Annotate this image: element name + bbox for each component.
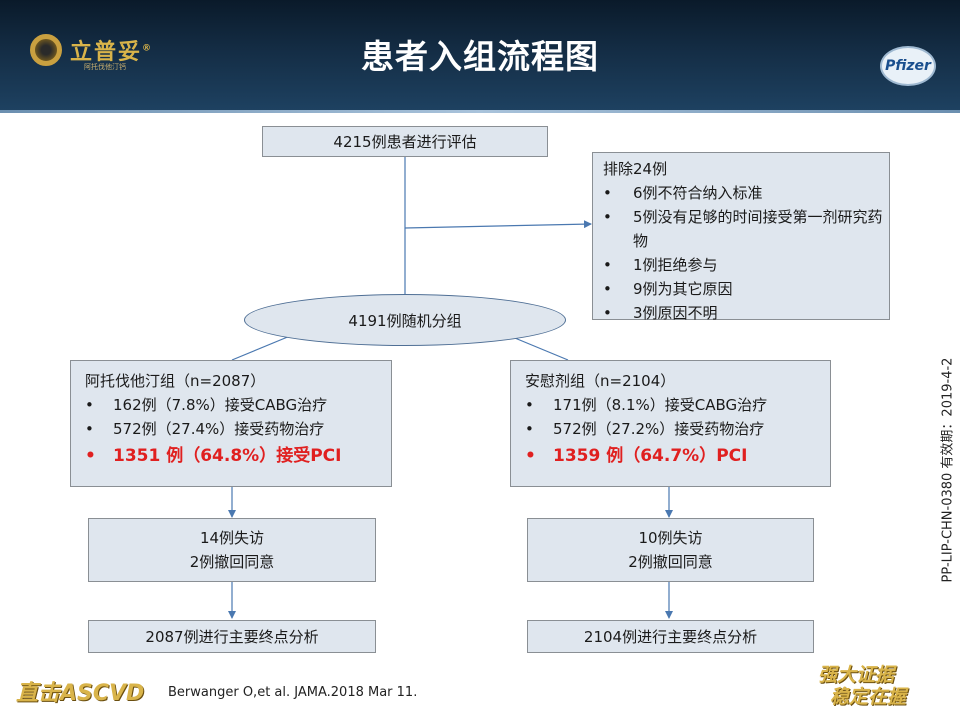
atorvastatin-item: 162例（7.8%）接受CABG治疗 xyxy=(71,393,391,417)
excluded-item: 6例不符合纳入标准 xyxy=(593,181,889,205)
citation: Berwanger O,et al. JAMA.2018 Mar 11. xyxy=(168,685,418,700)
atorvastatin-group-title: 阿托伐他汀组（n=2087） xyxy=(85,372,266,390)
assessed-box: 4215例患者进行评估 xyxy=(262,126,548,157)
document-code: PP-LIP-CHN-0380 有效期：2019-4-2 xyxy=(940,357,956,583)
connector-random-to-atorvastatin xyxy=(231,335,291,361)
arrow-to-excluded xyxy=(404,220,592,229)
excluded-list: 6例不符合纳入标准 5例没有足够的时间接受第一剂研究药物 1例拒绝参与 9例为其… xyxy=(593,181,889,325)
excluded-box: 排除24例 6例不符合纳入标准 5例没有足够的时间接受第一剂研究药物 1例拒绝参… xyxy=(592,152,890,325)
atorvastatin-loss-box: 14例失访 2例撤回同意 xyxy=(88,518,376,582)
atorvastatin-group-box: 阿托伐他汀组（n=2087） 162例（7.8%）接受CABG治疗 572例（2… xyxy=(70,360,392,487)
ring-logo-icon xyxy=(30,34,62,66)
placebo-group-box: 安慰剂组（n=2104） 171例（8.1%）接受CABG治疗 572例（27.… xyxy=(510,360,831,487)
connector-random-to-placebo xyxy=(509,335,569,361)
header-banner xyxy=(0,0,960,113)
lipitor-brand-text: 立普妥® xyxy=(70,40,154,65)
slogan-logo: 强大证据 稳定在握 xyxy=(818,664,948,714)
lipitor-sub-text: 阿托伐他汀钙 xyxy=(84,63,126,71)
slogan-line2: 稳定在握 xyxy=(830,686,907,708)
atorvastatin-loss-line1: 14例失访 xyxy=(199,529,265,547)
header-divider xyxy=(0,110,960,113)
excluded-item: 9例为其它原因 xyxy=(593,277,889,301)
excluded-item: 1例拒绝参与 xyxy=(593,253,889,277)
atorvastatin-analysis-box: 2087例进行主要终点分析 xyxy=(88,620,376,653)
atorvastatin-list: 162例（7.8%）接受CABG治疗 572例（27.4%）接受药物治疗 135… xyxy=(71,393,391,468)
placebo-loss-box: 10例失访 2例撤回同意 xyxy=(527,518,814,582)
page-title: 患者入组流程图 xyxy=(361,37,599,76)
slogan-line1: 强大证据 xyxy=(818,664,895,686)
placebo-item: 572例（27.2%）接受药物治疗 xyxy=(511,417,830,441)
randomized-ellipse: 4191例随机分组 xyxy=(244,294,566,346)
pfizer-logo: Pfizer xyxy=(880,46,936,86)
excluded-item: 5例没有足够的时间接受第一剂研究药物 xyxy=(593,205,889,253)
placebo-list: 171例（8.1%）接受CABG治疗 572例（27.2%）接受药物治疗 135… xyxy=(511,393,830,468)
atorvastatin-item: 572例（27.4%）接受药物治疗 xyxy=(71,417,391,441)
placebo-analysis-box: 2104例进行主要终点分析 xyxy=(527,620,814,653)
placebo-group-title: 安慰剂组（n=2104） xyxy=(525,372,676,390)
excluded-title: 排除24例 xyxy=(603,160,668,178)
placebo-loss-line1: 10例失访 xyxy=(638,529,703,547)
lipitor-logo: 立普妥® 阿托伐他汀钙 xyxy=(30,34,180,74)
excluded-item: 3例原因不明 xyxy=(593,301,889,325)
ascvd-logo: 直击ASCVD xyxy=(16,681,145,706)
atorvastatin-loss-line2: 2例撤回同意 xyxy=(189,553,275,571)
placebo-item: 171例（8.1%）接受CABG治疗 xyxy=(511,393,830,417)
placebo-pci-highlight: 1359 例（64.7%）PCI xyxy=(511,444,830,468)
atorvastatin-pci-highlight: 1351 例（64.8%）接受PCI xyxy=(71,444,391,468)
placebo-loss-line2: 2例撤回同意 xyxy=(628,553,713,571)
